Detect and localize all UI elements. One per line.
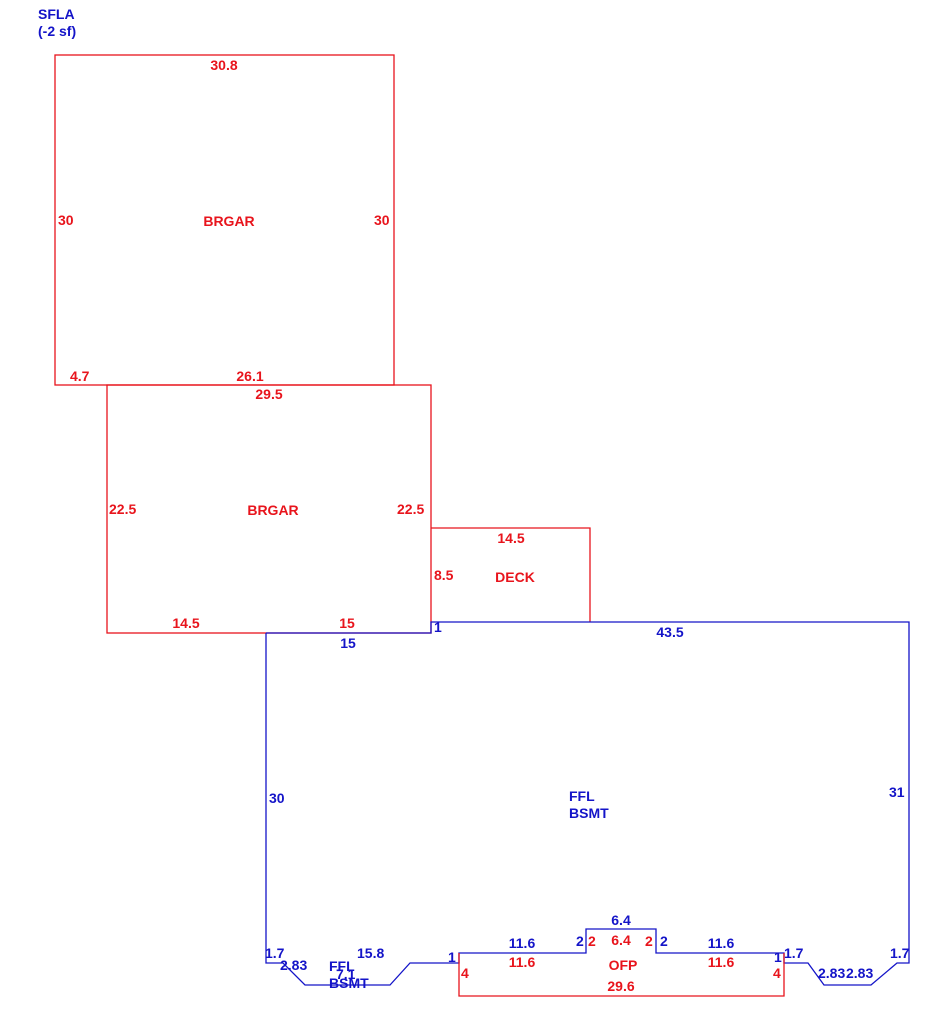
- ffl-label-line2: BSMT: [569, 805, 609, 821]
- ffl-dim-run-right: 11.6: [708, 935, 735, 951]
- ffl-dim-left-mid: 7.1: [336, 966, 356, 982]
- ofp-dim-left: 4: [461, 965, 469, 981]
- sfla-area-note: (-2 sf): [38, 23, 77, 39]
- ofp-dim-right: 4: [773, 965, 781, 981]
- ffl-dim-left: 30: [269, 790, 285, 806]
- ffl-bottom-label-line2: BSMT: [329, 975, 369, 991]
- ffl-dim-top-left: 15: [340, 635, 356, 651]
- ffl-bsmt-outline: [265, 621, 910, 986]
- ffl-dim-step-left: 2: [576, 933, 584, 949]
- ffl-dim-right: 31: [889, 784, 905, 800]
- ffl-dim-right-step: 1.7: [784, 945, 804, 961]
- ffl-dim-bump-top: 6.4: [611, 912, 631, 928]
- ffl-dim-right-diag2: 2.83: [846, 965, 873, 981]
- deck-dim-left: 8.5: [434, 567, 454, 583]
- ffl-dim-seg-one-left: 1: [448, 949, 456, 965]
- brgar-top-dim-bottom-right: 26.1: [236, 368, 263, 384]
- ofp-dim-step-left: 2: [588, 933, 596, 949]
- ffl-dim-right-diag1: 2.83: [818, 965, 845, 981]
- deck-outline: [431, 527, 591, 622]
- ffl-dim-left-diag: 2.83: [280, 957, 307, 973]
- ffl-dim-run-left: 11.6: [509, 935, 536, 951]
- ofp-dim-bump: 6.4: [611, 932, 631, 948]
- brgar-mid-dim-top: 29.5: [255, 386, 282, 402]
- ofp-outline: [458, 953, 785, 997]
- brgar-mid-dim-left: 22.5: [109, 501, 136, 517]
- brgar-mid-dim-bottom-left: 14.5: [172, 615, 199, 631]
- ofp-dim-run-right: 11.6: [708, 954, 735, 970]
- brgar-top-dim-right: 30: [374, 212, 390, 228]
- brgar-top-dim-left: 30: [58, 212, 74, 228]
- sfla-header: SFLA (-2 sf): [38, 6, 76, 40]
- deck-label: DECK: [495, 569, 535, 585]
- ffl-dim-right-end: 1.7: [890, 945, 910, 961]
- ffl-dim-seg-one-right: 1: [774, 949, 782, 965]
- ffl-dim-left-step: 1.7: [265, 945, 285, 961]
- brgar-mid-dim-bottom-right: 15: [339, 615, 355, 631]
- ffl-dim-top-right: 43.5: [656, 624, 683, 640]
- ofp-label: OFP: [609, 957, 638, 973]
- ffl-bottom-label-line1: FFL: [329, 958, 355, 974]
- brgar-top-dim-top: 30.8: [210, 57, 237, 73]
- ffl-label-line1: FFL: [569, 788, 595, 804]
- deck-dim-top: 14.5: [497, 530, 524, 546]
- ofp-dim-step-right: 2: [645, 933, 653, 949]
- ffl-dim-left-run: 15.8: [357, 945, 384, 961]
- ofp-dim-run-left: 11.6: [509, 954, 536, 970]
- ffl-dim-step-right: 2: [660, 933, 668, 949]
- sfla-label: SFLA: [38, 6, 75, 22]
- brgar-mid-dim-right: 22.5: [397, 501, 424, 517]
- ofp-dim-bottom: 29.6: [607, 978, 634, 994]
- ffl-dim-step: 1: [434, 619, 442, 635]
- brgar-mid-label: BRGAR: [247, 502, 298, 518]
- brgar-top-label: BRGAR: [203, 213, 254, 229]
- brgar-top-dim-bottom-left: 4.7: [70, 368, 90, 384]
